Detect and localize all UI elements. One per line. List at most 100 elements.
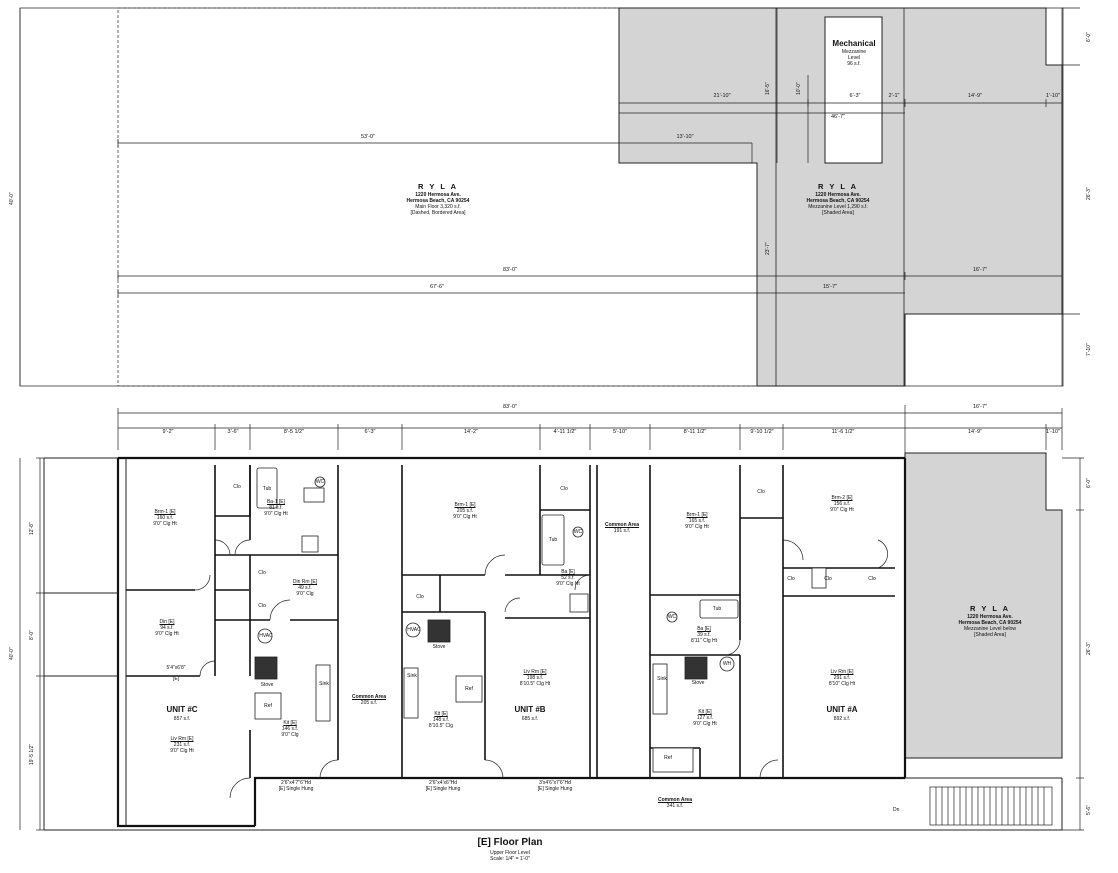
mechanical-room bbox=[824, 16, 883, 164]
unita-clo-2: Clo bbox=[787, 576, 795, 582]
unitc-dinrm-clg: 9'0" Clg bbox=[296, 591, 314, 597]
dim-23-7: 23'-7" bbox=[765, 242, 771, 255]
unitb-liv-area: 198 s.f. bbox=[526, 675, 544, 681]
unitb-wc: WC bbox=[573, 529, 583, 535]
unitc-sink: Sink bbox=[319, 681, 329, 687]
mezzanine-plan bbox=[19, 7, 1080, 387]
unitb-kit-name: Kit [E] bbox=[434, 711, 448, 717]
ryla-right-line-3: Mezzanine Level 1,290 s.f. bbox=[808, 204, 868, 210]
floor-seg-3: 8'-5 1/2" bbox=[283, 429, 305, 435]
floor-seg-6: 4'-11 1/2" bbox=[553, 429, 577, 435]
dim-13: 13'-10" bbox=[676, 134, 694, 140]
floor-dim-right-bot: 5'-6" bbox=[1086, 805, 1092, 815]
unitc-ba-name: Ba-1 [E] bbox=[266, 499, 286, 505]
unitb-hvac: HVAC bbox=[407, 627, 421, 633]
unitc-wc: WC bbox=[315, 479, 325, 485]
floor-seg-11: 14'-9" bbox=[967, 429, 983, 435]
floor-seg-1: 9'-2" bbox=[162, 429, 174, 435]
unitc-name: UNIT #C bbox=[166, 705, 198, 714]
unita-area: 892 s.f. bbox=[833, 716, 851, 722]
mechanical-title: Mechanical bbox=[832, 39, 876, 48]
common-area-3-area: 341 s.f. bbox=[666, 803, 684, 809]
unita-name: UNIT #A bbox=[826, 705, 858, 714]
dim-top-2: 6'-3" bbox=[849, 93, 861, 99]
floor-dim-right-mid: 26'-3" bbox=[1086, 642, 1092, 655]
floor-seg-7: 5'-10" bbox=[612, 429, 628, 435]
ryla-left-line-3: Main Floor 3,320 s.f. bbox=[415, 204, 461, 210]
unita-tub: Tub bbox=[712, 606, 722, 612]
unitb-tub: Tub bbox=[548, 537, 558, 543]
unita-clo-4: Clo bbox=[868, 576, 876, 582]
ryla-left-line-4: [Dashed, Bordered Area] bbox=[410, 210, 466, 216]
dim-53: 53'-0" bbox=[360, 134, 376, 140]
unitc-ref: Ref bbox=[264, 703, 272, 709]
dim-83: 83'-0" bbox=[502, 267, 518, 273]
unitb-kit-area: 148 s.f. bbox=[432, 717, 450, 723]
unitb-ba-name: Ba [E] bbox=[561, 569, 575, 575]
unita-brm2-clg: 9'0" Clg Ht bbox=[830, 507, 854, 513]
unita-stove: Stove bbox=[691, 680, 705, 686]
plan-subtitle-2: Scale: 1/4" = 1'-0" bbox=[490, 856, 530, 862]
floor-plan bbox=[19, 405, 1084, 831]
unitb-liv-name: Liv Rm [E] bbox=[523, 669, 547, 675]
unita-kit-name: Kit [E] bbox=[698, 709, 712, 715]
fixtures bbox=[254, 467, 827, 773]
window-bottom-2-type: [E] Single Hung bbox=[425, 786, 461, 792]
dim-46: 46'-7" bbox=[830, 114, 846, 120]
unitc-e: [E] bbox=[172, 676, 180, 682]
unita-clo-1: Clo bbox=[757, 489, 765, 495]
unitb-clo-2: Clo bbox=[416, 594, 424, 600]
unita-ref: Ref bbox=[664, 755, 672, 761]
ryla-right-line-2: Hermosa Beach, CA 90254 bbox=[806, 198, 870, 204]
unitc-din-area: 94 s.f. bbox=[160, 625, 174, 631]
mechanical-line-1: Mezzanine bbox=[841, 49, 867, 55]
exterior-walls bbox=[116, 456, 907, 828]
unita-kit-area: 127 s.f. bbox=[696, 715, 714, 721]
unitc-hvac: HVAC bbox=[259, 633, 273, 639]
unitb-kit-clg: 8'10.5" Clg bbox=[428, 723, 454, 729]
unita-wh: WH bbox=[722, 661, 732, 667]
unitb-brm-name: Brm-1 [E] bbox=[454, 502, 476, 508]
dim-16-7-a: 16'-7" bbox=[972, 267, 988, 273]
ryla-bottom-line-2: Hermosa Beach, CA 90254 bbox=[958, 620, 1022, 626]
mechanical-line-2: Level bbox=[848, 55, 860, 61]
dim-right-6: 6'-0" bbox=[1086, 32, 1092, 42]
unita-sink: Sink bbox=[657, 676, 667, 682]
unitc-kit-clg: 9'0" Clg bbox=[281, 732, 299, 738]
floor-seg-9: 9'-10 1/2" bbox=[750, 429, 774, 435]
dim-16-5: 16'-5" bbox=[765, 82, 771, 95]
window-bottom-1-size: 2'6"x4'7"6"Hd bbox=[280, 780, 312, 786]
floor-dim-overall: 83'-0" bbox=[502, 404, 518, 410]
floor-seg-12: 1'-10" bbox=[1045, 429, 1061, 435]
unitc-brm-area: 160 s.f. bbox=[156, 515, 174, 521]
unitc-tub: Tub bbox=[262, 486, 272, 492]
unitc-dinrm-name: Din Rm [E] bbox=[292, 579, 318, 585]
unitc-brm-clg: 9'0" Clg Ht bbox=[153, 521, 177, 527]
window-bottom-3-type: [E] Single Hung bbox=[537, 786, 573, 792]
floor-seg-10: 11'-6 1/2" bbox=[831, 429, 855, 435]
unitb-area: 685 s.f. bbox=[521, 716, 539, 722]
window-bottom-2-size: 2'6"x4'x6"Hd bbox=[429, 780, 457, 786]
unitc-dinrm-area: 49 s.f. bbox=[298, 585, 312, 591]
unita-ba-clg: 8'11" Clg Ht bbox=[691, 638, 717, 644]
unitb-name: UNIT #B bbox=[514, 705, 546, 714]
ryla-bottom-name: R Y L A bbox=[970, 604, 1010, 613]
common-area-1-name: Common Area bbox=[352, 694, 386, 700]
unitc-din-clg: 9'0" Clg Ht bbox=[155, 631, 179, 637]
floor-dim-left-2: 8'-0" bbox=[29, 630, 35, 640]
dim-top-3: 2'-1" bbox=[888, 93, 900, 99]
ryla-right-name: R Y L A bbox=[818, 182, 858, 191]
unitb-brm-area: 205 s.f. bbox=[456, 508, 474, 514]
unita-liv-area: 291 s.f. bbox=[833, 675, 851, 681]
common-area-2-name: Common Area bbox=[605, 522, 639, 528]
unitc-liv-area: 231 s.f. bbox=[173, 742, 191, 748]
stairs bbox=[929, 786, 1053, 826]
unitc-liv-clg: 9'0" Clg Ht bbox=[170, 748, 194, 754]
ryla-bottom-line-3: Mezzanine Level below bbox=[964, 626, 1016, 632]
floor-seg-4: 6'-3" bbox=[364, 429, 376, 435]
unitc-clo-3: Clo bbox=[258, 603, 266, 609]
unitc-fixed: 5'4"x6'8" bbox=[166, 665, 186, 671]
dim-top-5: 1'-10" bbox=[1045, 93, 1061, 99]
unita-wc: WC bbox=[667, 614, 677, 620]
